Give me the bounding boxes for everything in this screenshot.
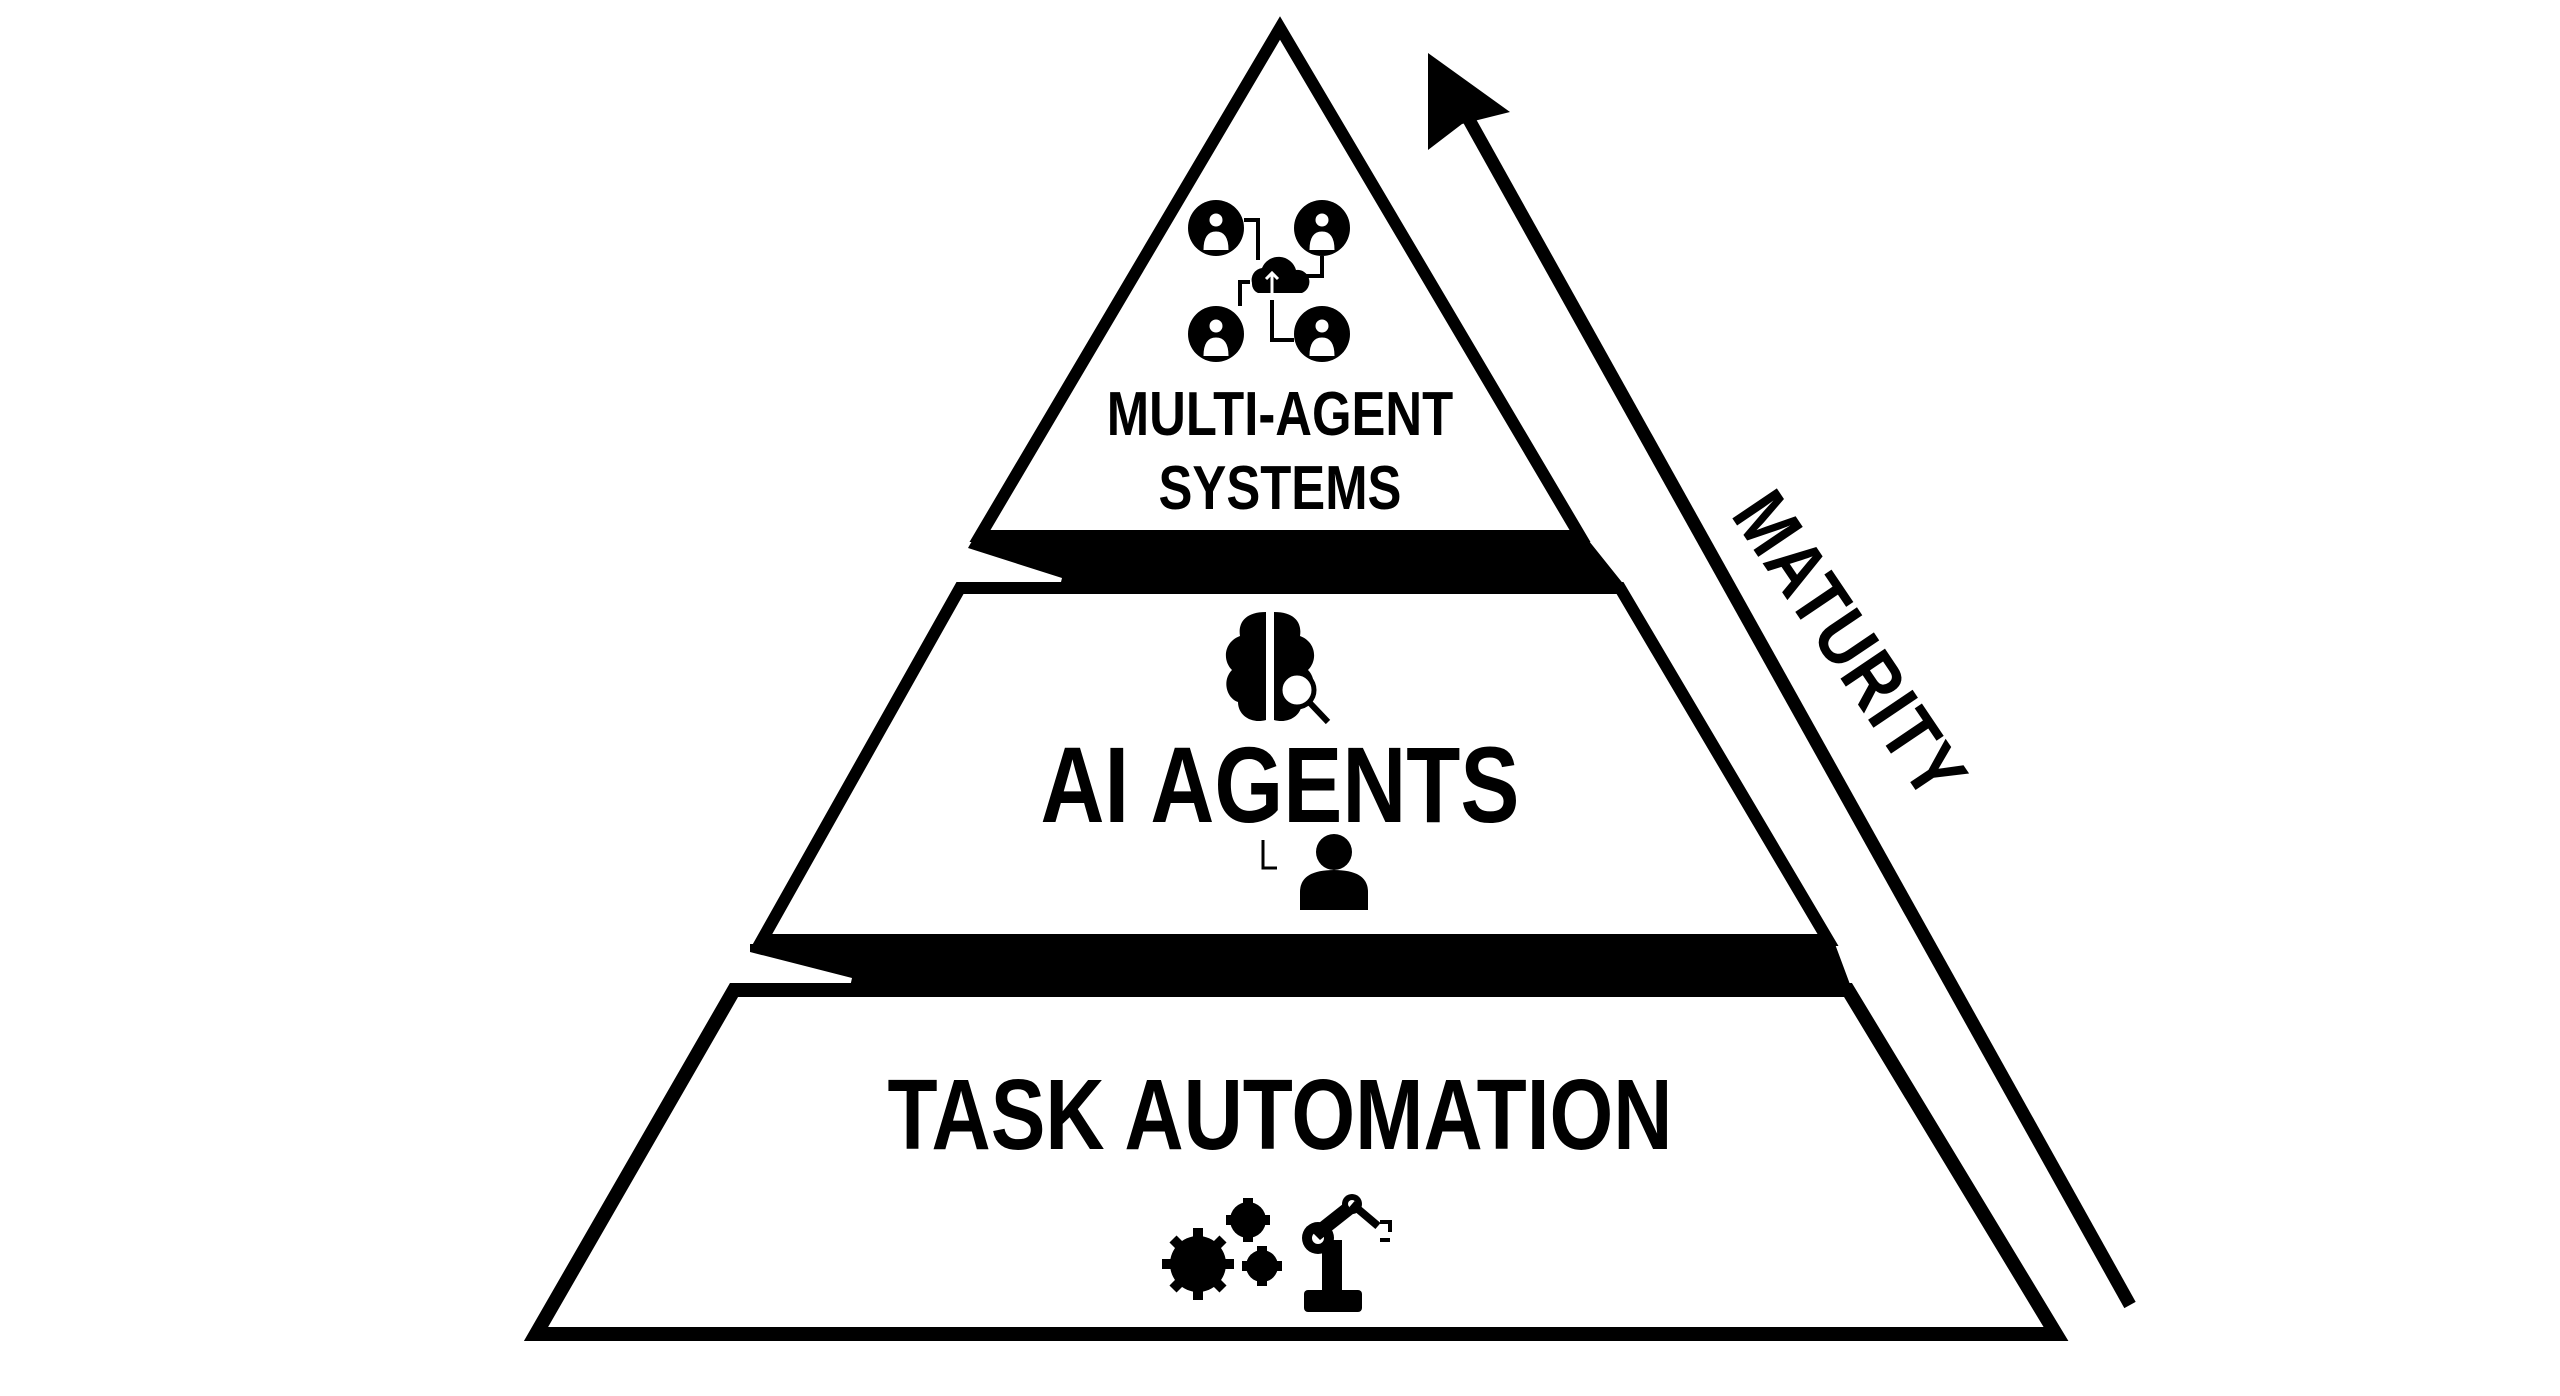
brain-search-icon [1225,612,1331,725]
user-icon [1261,834,1368,910]
robot-arm-icon [1302,1194,1392,1312]
top-tier-slab [968,541,1625,586]
arrow-up-icon [1428,53,1510,150]
tier-label-line2: SYSTEMS [1158,454,1402,523]
tier-label-task-automation: TASK AUTOMATION [887,1059,1673,1171]
multi-agent-network-icon [1188,200,1350,362]
middle-tier-slab [750,944,1851,987]
tier-label-ai-agents: AI AGENTS [1040,724,1520,845]
maturity-arrow-shaft [1462,114,2136,1309]
tier-label-line1: MULTI-AGENT [1106,380,1454,449]
bottom-tier [523,983,2069,1341]
tier-label-multi-agent: MULTI-AGENT SYSTEMS [1075,378,1485,526]
middle-tier [751,582,1839,946]
gears-icon [1162,1198,1282,1300]
